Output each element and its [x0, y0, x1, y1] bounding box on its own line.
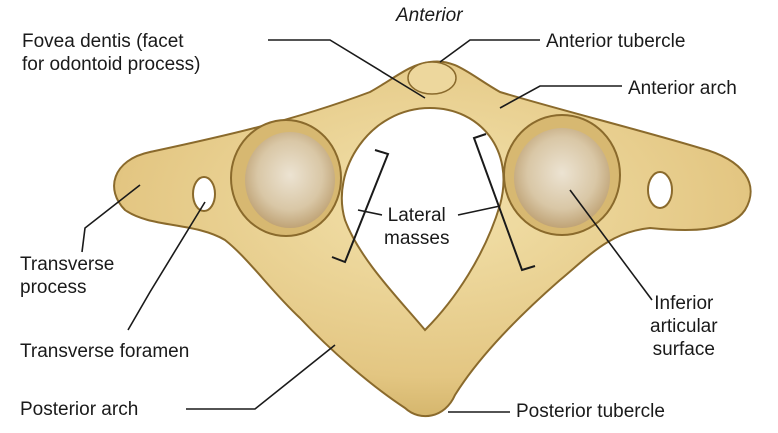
label-transverse-process-line2: process — [20, 276, 114, 299]
anterior-orientation-label: Anterior — [396, 4, 463, 27]
articular-surface-right-inner — [514, 128, 610, 228]
label-lateral-masses: Lateral masses — [384, 204, 449, 250]
label-fovea-dentis: Fovea dentis (facet for odontoid process… — [22, 30, 201, 76]
label-fovea-dentis-line1: Fovea dentis (facet — [22, 30, 201, 53]
articular-surface-left-inner — [245, 132, 335, 228]
label-posterior-tubercle: Posterior tubercle — [516, 400, 665, 423]
anterior-tubercle-shape — [408, 62, 456, 94]
label-fovea-dentis-line2: for odontoid process) — [22, 53, 201, 76]
label-lateral-masses-line2: masses — [384, 227, 449, 250]
transverse-foramen-left — [193, 177, 215, 211]
label-inferior-articular-surface: Inferior articular surface — [650, 292, 718, 361]
label-anterior-arch: Anterior arch — [628, 77, 737, 100]
label-inferior-articular-surface-line1: Inferior — [650, 292, 718, 315]
label-transverse-process: Transverse process — [20, 253, 114, 299]
label-anterior-tubercle: Anterior tubercle — [546, 30, 685, 53]
label-transverse-foramen: Transverse foramen — [20, 340, 189, 363]
leader-posterior-arch — [186, 345, 335, 409]
label-inferior-articular-surface-line2: articular — [650, 315, 718, 338]
label-inferior-articular-surface-line3: surface — [650, 338, 718, 361]
transverse-foramen-right — [648, 172, 672, 208]
label-lateral-masses-line1: Lateral — [384, 204, 449, 227]
label-posterior-arch: Posterior arch — [20, 398, 138, 421]
label-transverse-process-line1: Transverse — [20, 253, 114, 276]
leader-anterior-tubercle — [440, 40, 540, 62]
